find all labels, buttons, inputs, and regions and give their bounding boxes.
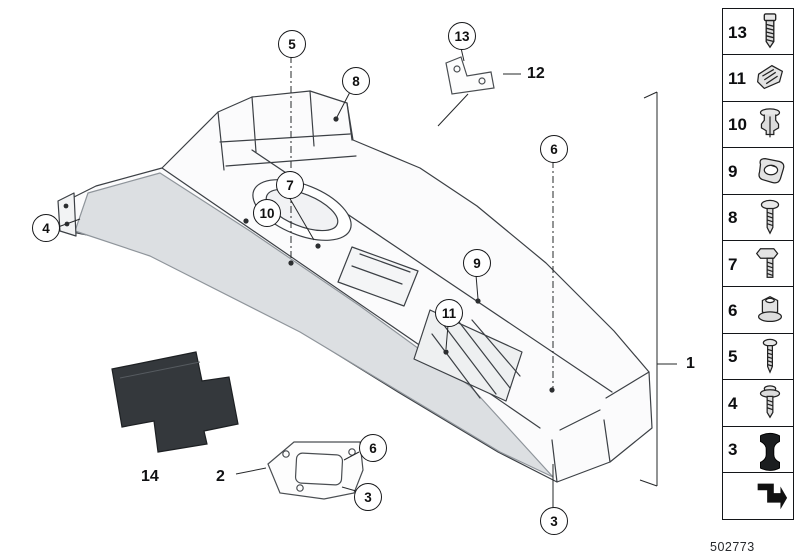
legend-item-11[interactable]: 11 — [722, 54, 794, 103]
pan-head-screw-icon — [750, 197, 790, 239]
washer-screw-icon — [750, 382, 790, 424]
legend-item-6[interactable]: 6 — [722, 286, 794, 335]
leader-lines — [57, 47, 677, 507]
callout-10-balloon[interactable]: 10 — [253, 199, 281, 227]
torx-screw-icon — [750, 11, 790, 53]
callout-9-balloon[interactable]: 9 — [463, 249, 491, 277]
callout-3-right-balloon[interactable]: 3 — [540, 507, 568, 535]
foam-pad-part-14 — [111, 351, 239, 453]
grommet-icon — [750, 429, 790, 471]
cage-nut-icon — [750, 150, 790, 192]
callout-4-balloon[interactable]: 4 — [32, 214, 60, 242]
callout-6-upper-balloon[interactable]: 6 — [540, 135, 568, 163]
legend-item-8[interactable]: 8 — [722, 193, 794, 242]
hex-bolt-icon — [750, 243, 790, 285]
legend-item-9[interactable]: 9 — [722, 147, 794, 196]
legend-item-number: 4 — [728, 393, 738, 413]
bracket-part-2 — [267, 441, 364, 500]
legend-item-number: 8 — [728, 208, 738, 228]
legend-item-4[interactable]: 4 — [722, 379, 794, 428]
fastener-legend: 13 11 — [722, 8, 794, 521]
legend-item-number: 7 — [728, 254, 738, 274]
part-label-14[interactable]: 14 — [141, 468, 159, 485]
legend-item-number: 6 — [728, 300, 738, 320]
callout-11-balloon[interactable]: 11 — [435, 299, 463, 327]
callout-13-balloon[interactable]: 13 — [448, 22, 476, 50]
legend-item-next-figure[interactable] — [722, 472, 794, 521]
expanding-rivet-icon — [750, 104, 790, 146]
legend-item-number: 3 — [728, 440, 738, 460]
legend-item-number: 9 — [728, 161, 738, 181]
legend-item-number: 10 — [728, 115, 747, 135]
callout-6-lower-balloon[interactable]: 6 — [359, 434, 387, 462]
callout-5-balloon[interactable]: 5 — [278, 30, 306, 58]
console-carrier-part — [57, 90, 653, 483]
diagram-number: 502773 — [710, 540, 755, 554]
spring-clip-icon — [750, 57, 790, 99]
legend-item-5[interactable]: 5 — [722, 332, 794, 381]
legend-item-13[interactable]: 13 — [722, 8, 794, 56]
part-label-2[interactable]: 2 — [216, 468, 225, 485]
legend-item-3[interactable]: 3 — [722, 425, 794, 474]
callout-8-balloon[interactable]: 8 — [342, 67, 370, 95]
part-label-12[interactable]: 12 — [527, 65, 545, 82]
legend-item-number: 11 — [728, 68, 746, 88]
next-figure-arrow-icon — [750, 475, 790, 517]
callout-3-left-balloon[interactable]: 3 — [354, 483, 382, 511]
legend-item-number: 5 — [728, 347, 738, 367]
screw-icon — [750, 336, 790, 378]
legend-item-7[interactable]: 7 — [722, 240, 794, 289]
bracket-part-12 — [445, 56, 495, 95]
part-label-1[interactable]: 1 — [686, 355, 695, 372]
flange-nut-icon — [750, 289, 790, 331]
legend-item-number: 13 — [728, 22, 747, 42]
callout-7-balloon[interactable]: 7 — [276, 171, 304, 199]
legend-item-10[interactable]: 10 — [722, 100, 794, 149]
